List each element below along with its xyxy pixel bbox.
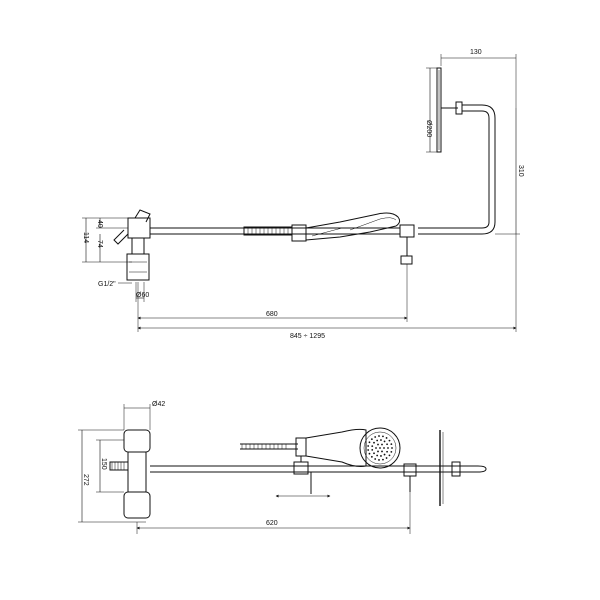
- dim-bar-length-bottom: 620: [266, 520, 278, 527]
- nozzle-dot: [374, 436, 377, 438]
- nozzle-dot: [380, 439, 382, 441]
- nozzle-dot: [388, 454, 391, 457]
- nozzle-dot: [378, 459, 380, 461]
- nozzle-dot: [380, 455, 382, 457]
- dim-left-74: 74: [96, 240, 103, 248]
- nozzle-dot: [388, 439, 391, 442]
- nozzle-dot: [377, 443, 379, 446]
- nozzle-dot: [370, 438, 373, 441]
- mixer-front: [109, 429, 151, 523]
- nozzle-dot: [383, 447, 385, 449]
- rain-shower-head: [436, 67, 463, 153]
- dim-total-length: 845 ÷ 1295: [290, 333, 325, 340]
- top-dimensions: [82, 54, 520, 332]
- dim-body-height: 272: [82, 474, 89, 486]
- top-view: 130 Ø200 310 40 74 114 G1/2" Ø60 680 845…: [82, 49, 524, 340]
- nozzle-dot: [371, 445, 374, 447]
- dim-center-distance: 150: [100, 458, 107, 470]
- nozzle-dot: [373, 452, 375, 455]
- nozzle-dot: [368, 441, 371, 444]
- nozzle-dot: [385, 437, 388, 439]
- nozzle-dot: [387, 447, 389, 449]
- slide-bar-front: [150, 463, 487, 492]
- nozzle-dot: [378, 435, 380, 437]
- slider-clamp: [293, 456, 312, 494]
- nozzle-dot: [373, 441, 375, 444]
- nozzle-dot: [376, 439, 379, 442]
- nozzle-dot: [382, 435, 384, 438]
- nozzle-dot: [367, 449, 370, 451]
- nozzle-dot: [379, 447, 381, 449]
- rain-head-front: [439, 430, 461, 506]
- dim-bar-length-top: 680: [266, 311, 278, 318]
- dim-riser-height: 310: [517, 165, 524, 177]
- bottom-view: Ø42 272 150 620: [78, 401, 487, 534]
- nozzle-dot: [374, 458, 377, 460]
- nozzle-dot: [375, 447, 377, 449]
- nozzle-dot: [385, 457, 388, 459]
- mixer-side: [113, 209, 151, 281]
- nozzle-dot: [391, 447, 393, 449]
- nozzle-dot: [381, 450, 383, 453]
- dim-left-40: 40: [96, 220, 103, 228]
- hand-shower-front: [240, 427, 401, 469]
- nozzle-dot: [382, 458, 384, 461]
- nozzle-dot: [383, 440, 386, 443]
- bottom-dimensions: [78, 404, 411, 534]
- nozzle-dot: [367, 445, 370, 447]
- dim-base-diameter: Ø60: [136, 292, 149, 299]
- dim-connection: G1/2": [98, 281, 116, 288]
- hand-shower-side: [291, 212, 401, 242]
- nozzle-dot: [390, 451, 393, 453]
- nozzle-dot: [370, 455, 373, 458]
- nozzle-grid: [367, 435, 393, 461]
- dim-head-diameter: Ø200: [425, 120, 432, 137]
- nozzle-dot: [383, 453, 386, 456]
- nozzle-dot: [377, 450, 379, 453]
- nozzle-dot: [381, 443, 383, 446]
- wall-bracket: [399, 224, 415, 265]
- dim-left-114: 114: [82, 232, 89, 243]
- nozzle-dot: [390, 443, 393, 445]
- nozzle-dot: [368, 452, 371, 455]
- nozzle-dot: [376, 454, 379, 457]
- dim-head-offset: 130: [470, 49, 482, 56]
- riser-pipe: [418, 104, 496, 235]
- nozzle-dot: [371, 449, 374, 451]
- nozzle-dot: [386, 450, 388, 453]
- dim-body-diameter: Ø42: [152, 401, 165, 408]
- nozzle-dot: [386, 443, 388, 446]
